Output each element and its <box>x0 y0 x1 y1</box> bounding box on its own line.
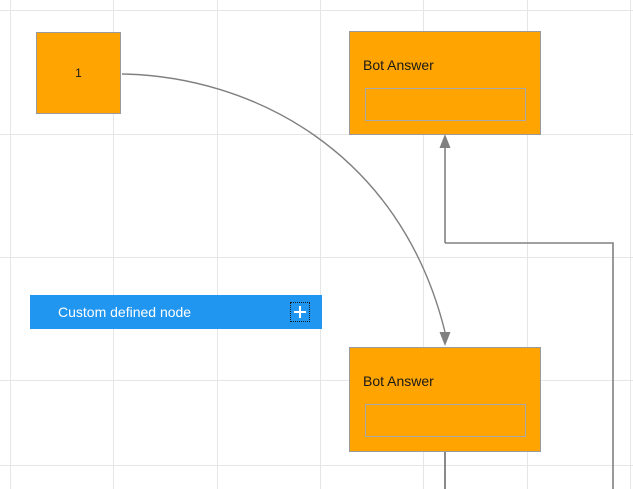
edge-orthogonal-segment-right <box>445 242 614 489</box>
plus-icon[interactable] <box>290 302 310 322</box>
bot-answer-bottom-slot[interactable] <box>365 404 526 437</box>
edge-arrowhead-up <box>439 134 451 148</box>
flow-node-1-label: 1 <box>75 66 82 80</box>
bot-answer-bottom-title: Bot Answer <box>363 373 434 389</box>
custom-defined-node-label: Custom defined node <box>58 304 192 320</box>
flow-node-1[interactable]: 1 <box>36 32 121 114</box>
flow-node-bot-answer-top[interactable]: Bot Answer <box>349 31 541 135</box>
flow-node-bot-answer-bottom[interactable]: Bot Answer <box>349 347 541 452</box>
custom-defined-node-palette-item[interactable]: Custom defined node <box>30 295 322 329</box>
bot-answer-top-title: Bot Answer <box>363 57 434 73</box>
edge-arrowhead-down <box>439 332 451 346</box>
edge-curved-node1-to-bot-answer-bottom[interactable] <box>121 73 446 333</box>
bot-answer-top-slot[interactable] <box>365 88 526 121</box>
